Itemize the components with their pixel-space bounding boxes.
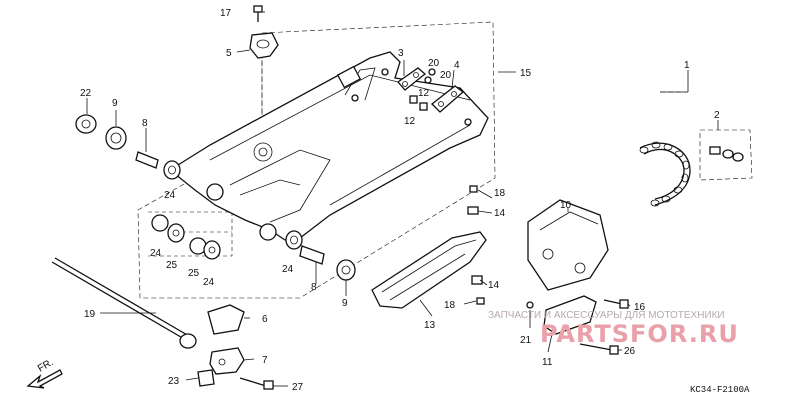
callout-23: 23 bbox=[168, 376, 180, 387]
callout-24-a: 24 bbox=[164, 190, 176, 201]
seal-9-upper-part bbox=[105, 126, 127, 150]
pivot-bolt-19-part bbox=[51, 257, 197, 349]
part-callouts: 17 5 3 20 4 20 12 12 15 1 2 22 9 8 24 24… bbox=[80, 8, 720, 393]
collar-8-upper-part bbox=[135, 151, 159, 169]
swingarm-part bbox=[168, 51, 489, 241]
callout-13: 13 bbox=[424, 320, 436, 331]
bolt-27-part bbox=[239, 377, 274, 390]
bolt-17-part bbox=[253, 5, 263, 22]
callout-3: 3 bbox=[398, 48, 404, 59]
leader-lines bbox=[86, 11, 719, 387]
callout-27: 27 bbox=[292, 382, 304, 393]
seal-9-lower-part bbox=[336, 259, 356, 281]
nuts-20-12-part bbox=[409, 68, 436, 111]
callout-12-a: 12 bbox=[418, 88, 430, 99]
callout-10: 10 bbox=[560, 200, 572, 211]
callout-11: 11 bbox=[542, 357, 553, 368]
callout-8-b: 8 bbox=[311, 282, 317, 293]
callout-19: 19 bbox=[84, 309, 96, 320]
adjuster-4-part bbox=[431, 85, 465, 113]
front-arrow-icon bbox=[26, 369, 63, 389]
watermark-logo-text: PARTSFOR.RU bbox=[540, 320, 739, 348]
assembly-outline-1 bbox=[660, 91, 753, 181]
bushing-24-upper-part bbox=[163, 160, 181, 180]
watermark-tagline: ЗАПЧАСТИ И АКСЕССУАРЫ ДЛЯ МОТОТЕХНИКИ bbox=[488, 310, 725, 321]
nut-22-part bbox=[75, 114, 97, 134]
diagram-code: KC34-F2100A bbox=[690, 385, 750, 395]
callout-18-a: 18 bbox=[494, 188, 506, 199]
callout-20-b: 20 bbox=[440, 70, 452, 81]
callout-1: 1 bbox=[684, 60, 690, 71]
callout-14-a: 14 bbox=[494, 208, 506, 219]
callout-22: 22 bbox=[80, 88, 92, 99]
cover-6-part bbox=[207, 304, 245, 335]
callout-7: 7 bbox=[262, 355, 268, 366]
drive-chain-1-part bbox=[639, 141, 691, 207]
callout-12-b: 12 bbox=[404, 116, 416, 127]
callout-8-a: 8 bbox=[142, 118, 148, 129]
callout-18-b: 18 bbox=[444, 300, 456, 311]
callout-2: 2 bbox=[714, 110, 720, 121]
collar-8-lower-part bbox=[299, 245, 325, 265]
bracket-7-part bbox=[209, 347, 245, 375]
callout-21: 21 bbox=[520, 335, 532, 346]
callout-14-b: 14 bbox=[488, 280, 500, 291]
callout-16: 16 bbox=[634, 302, 646, 313]
callout-17: 17 bbox=[220, 8, 232, 19]
callout-25-a: 25 bbox=[166, 260, 178, 271]
callout-9-b: 9 bbox=[342, 298, 348, 309]
callout-24-c: 24 bbox=[203, 277, 215, 288]
callout-9-a: 9 bbox=[112, 98, 118, 109]
pad-5-part bbox=[249, 32, 279, 59]
bolts-14-18-part bbox=[467, 185, 485, 305]
adjuster-3-part bbox=[397, 67, 427, 91]
callout-15: 15 bbox=[520, 68, 532, 79]
callout-6: 6 bbox=[262, 314, 268, 325]
callout-24-b: 24 bbox=[150, 248, 162, 259]
chain-link-2-part bbox=[709, 146, 744, 162]
callout-4: 4 bbox=[454, 60, 460, 71]
callout-5: 5 bbox=[226, 48, 232, 59]
guide-slider-11-part bbox=[543, 295, 597, 335]
bushing-24-right-part bbox=[285, 230, 303, 250]
callout-25-b: 25 bbox=[188, 268, 200, 279]
callout-24-d: 24 bbox=[282, 264, 294, 275]
bushings-24-25-part bbox=[151, 214, 221, 260]
callout-20-a: 20 bbox=[428, 58, 440, 69]
collar-23-part bbox=[197, 369, 215, 387]
chain-guide-10-part bbox=[527, 199, 609, 291]
callout-26: 26 bbox=[624, 346, 636, 357]
chain-slider-13-part bbox=[371, 231, 487, 309]
bolts-16-21-26-part bbox=[526, 299, 629, 355]
front-arrow-label: FR. bbox=[36, 357, 55, 375]
